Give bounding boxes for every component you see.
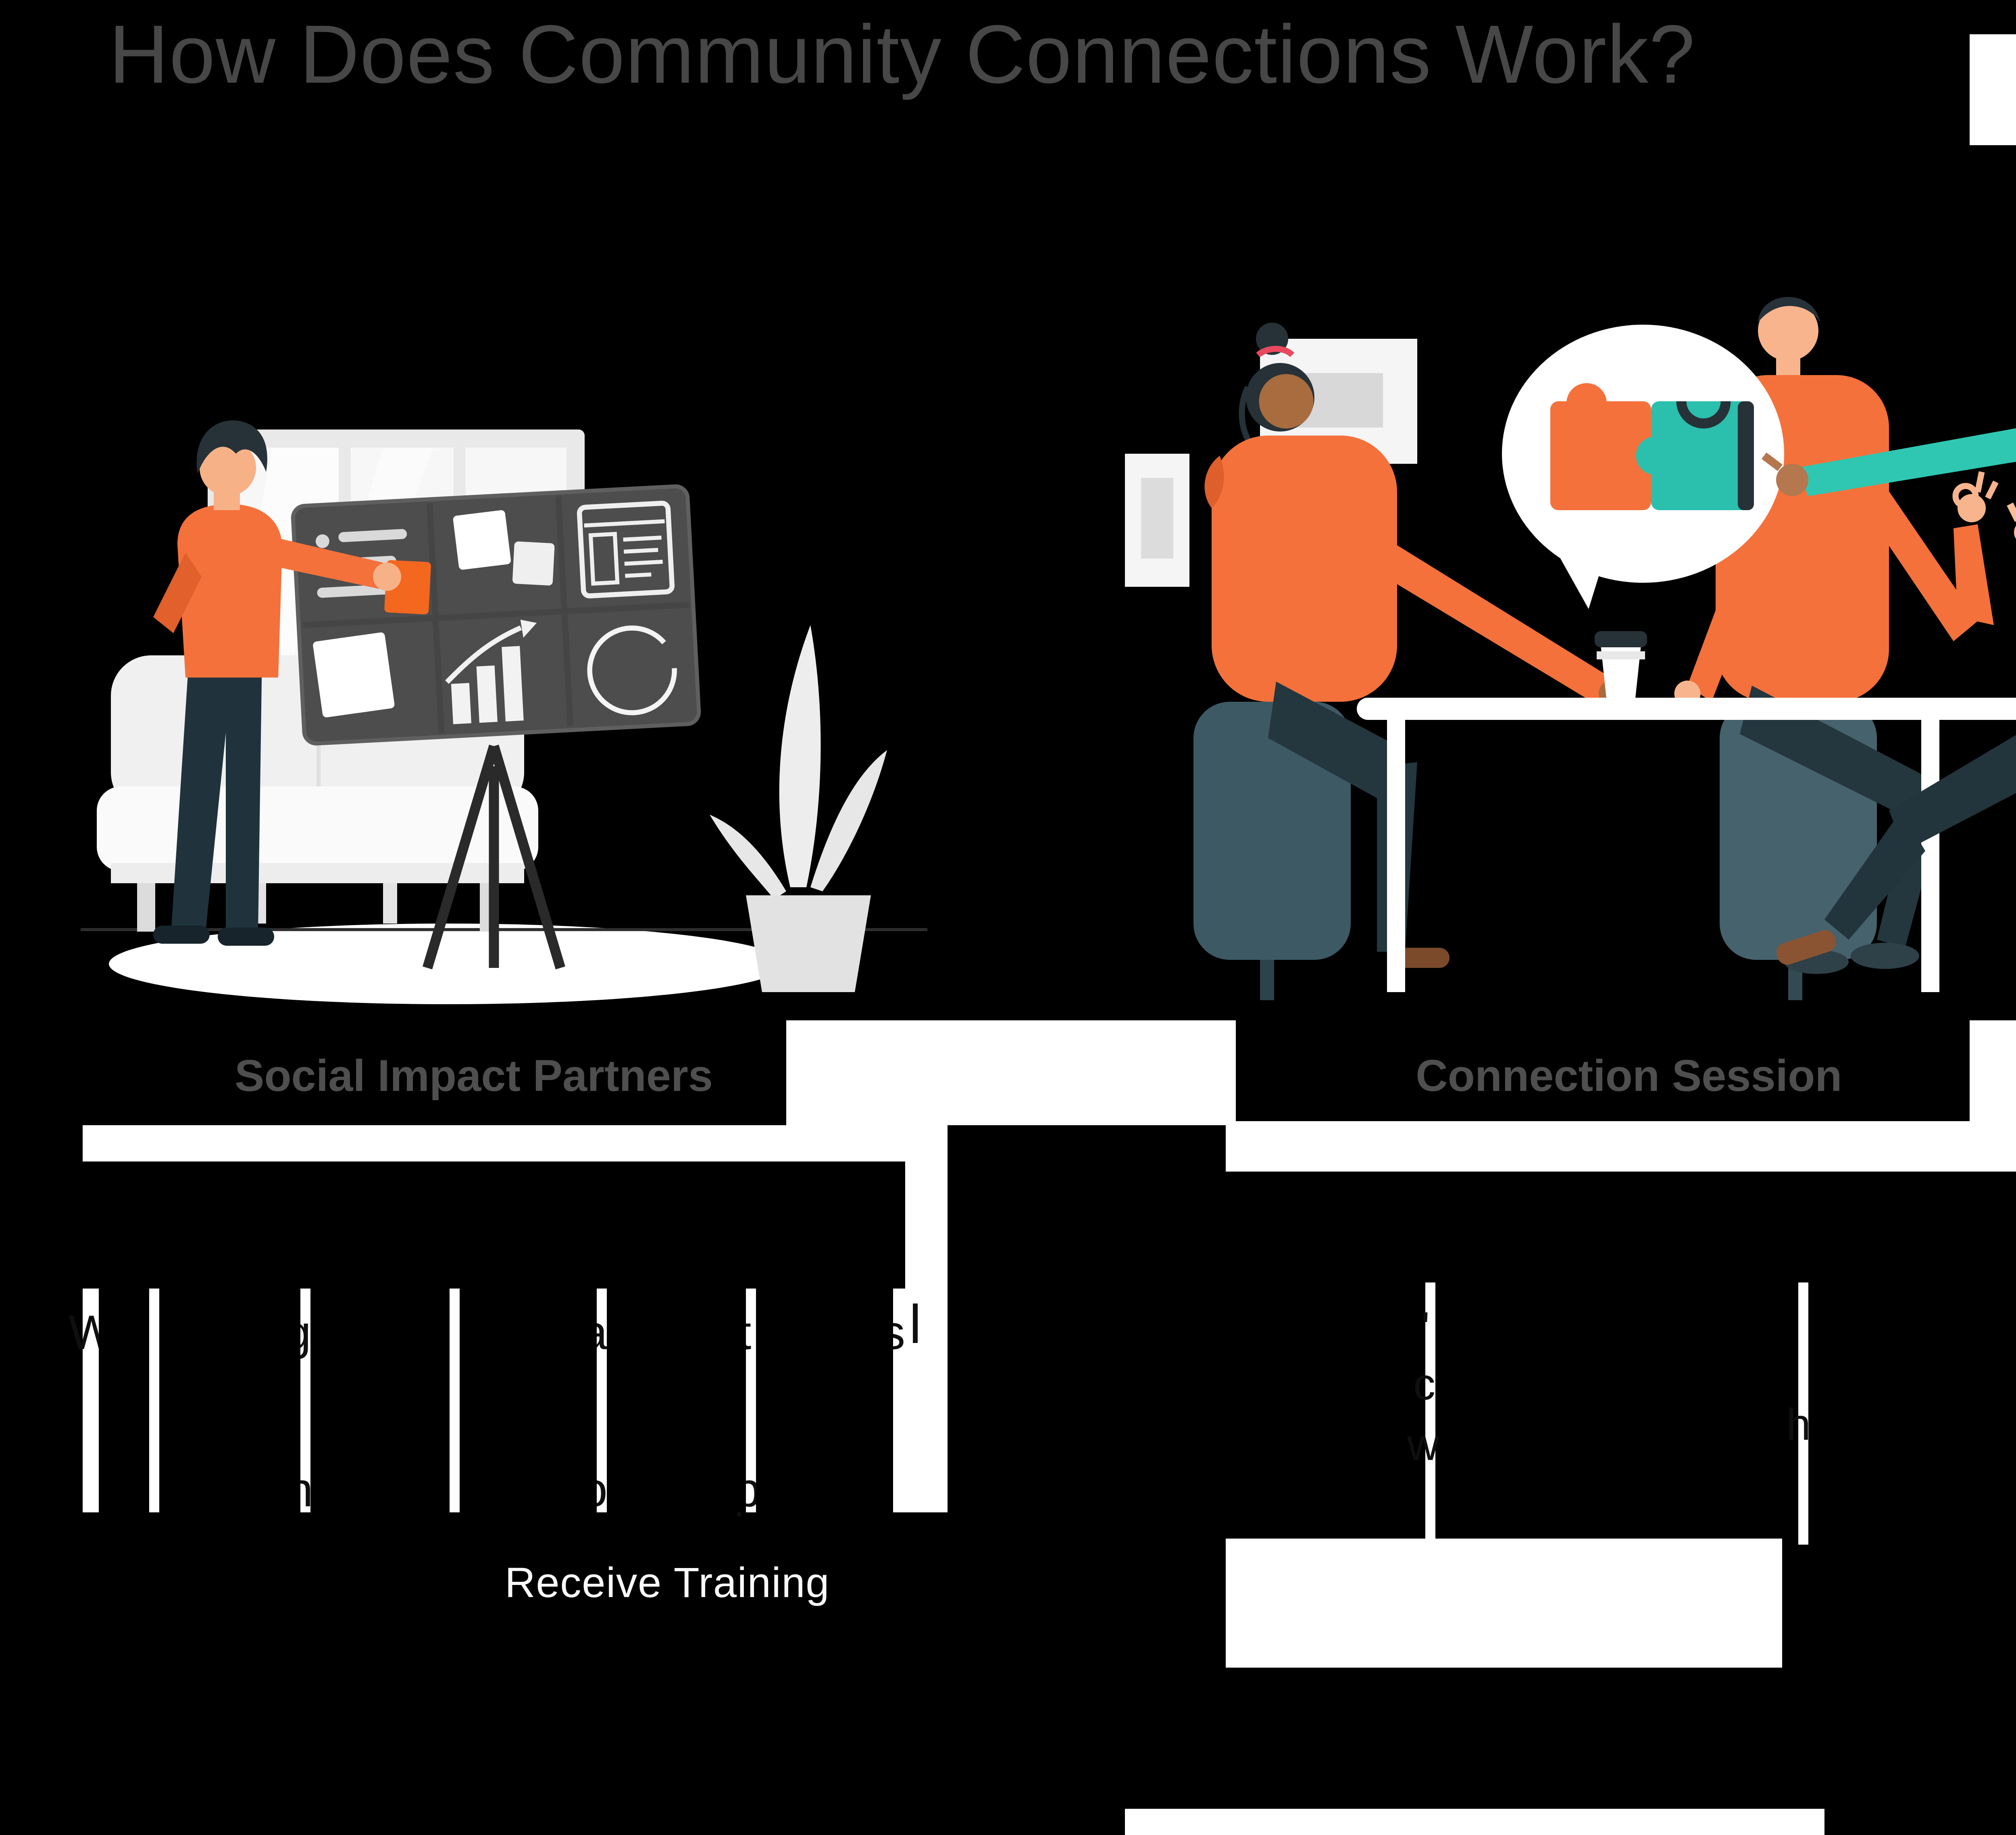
page-title: How Does Community Connections Work? [109, 8, 1696, 101]
redaction-block [756, 1289, 893, 1512]
white-panel [1970, 1020, 2016, 1121]
redaction-block [310, 1289, 450, 1512]
text-fragment: c [1413, 1359, 1435, 1410]
circle-sketch-icon [587, 626, 677, 715]
text-fragment: ' [1421, 1303, 1430, 1353]
redaction-block [99, 1289, 149, 1512]
bar-chart-icon [445, 619, 537, 724]
white-strip [905, 1161, 948, 1289]
illustration-connection-session [1125, 297, 2016, 1000]
doc-sketch-icon [577, 500, 675, 598]
white-band [83, 1125, 948, 1161]
puzzle-pieces [1550, 383, 1754, 510]
person-orange-hoodie [1204, 323, 1627, 968]
person-partner [153, 420, 401, 946]
white-panel [1970, 34, 2016, 145]
section-heading-connection-session: Connection Session [1416, 1051, 1842, 1101]
white-strip [1425, 1282, 1435, 1545]
table [1357, 698, 2016, 992]
easel-legs [423, 744, 565, 970]
section-heading-social-impact-partners: Social Impact Partners [234, 1051, 713, 1101]
chair [1193, 702, 1351, 960]
redaction-block [159, 1289, 300, 1512]
pointing-arm [1762, 428, 2016, 496]
white-panel [1125, 1809, 1824, 1835]
plant [710, 625, 887, 992]
text-fragment: w [1407, 1420, 1439, 1470]
white-band [1226, 1121, 2016, 1172]
white-strip [1798, 1282, 1808, 1545]
redaction-block [607, 1289, 746, 1512]
coffee-cup [1595, 631, 1647, 702]
illustration-social-impact-partners [81, 420, 927, 1004]
ground-shadow [109, 924, 786, 1004]
ok-hand-gesture [1958, 494, 1986, 522]
receive-training-label-left: Receive Training [504, 1561, 830, 1607]
text-fragment: l [909, 1295, 921, 1355]
person-teal-seated [1776, 503, 2016, 965]
text-fragment: h [1786, 1399, 1811, 1450]
white-panel [786, 1020, 1236, 1125]
white-panel [1226, 1539, 1782, 1668]
planning-board [291, 484, 701, 746]
redaction-block [460, 1289, 597, 1512]
puzzle-piece-teal [1651, 401, 1752, 510]
